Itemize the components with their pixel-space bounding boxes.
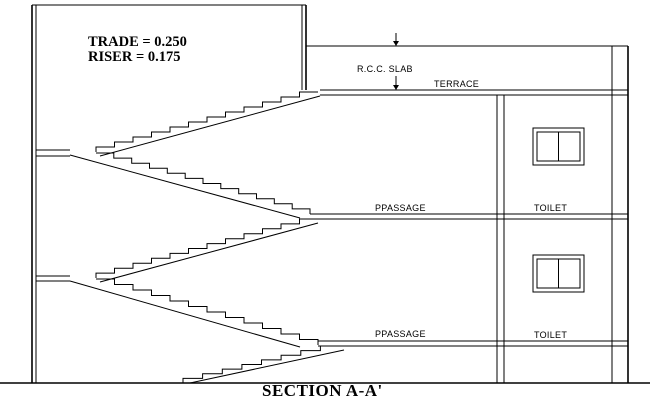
stair-soffit-2 (69, 154, 301, 219)
trade-note: TRADE = 0.250 (88, 34, 187, 50)
toilet-walls (496, 95, 505, 383)
level-arrow-slab (393, 33, 399, 46)
middle-floor-slab (36, 275, 628, 347)
passage-label-upper: PPASSAGE (375, 203, 426, 213)
toilet-label-upper: TOILET (534, 203, 567, 213)
terrace-label: TERRACE (434, 79, 479, 89)
stair-steps-4 (96, 278, 319, 345)
stair-flights (69, 91, 345, 384)
section-title: SECTION A-A' (262, 381, 383, 400)
stair-soffit-5 (189, 349, 345, 384)
stair-steps-5 (182, 345, 340, 383)
stair-steps-2 (96, 152, 311, 214)
rcc-slab-label: R.C.C. SLAB (357, 64, 413, 74)
stair-soffit-4 (69, 280, 301, 348)
stair-soffit-1 (99, 95, 321, 157)
stair-steps-1 (95, 91, 318, 152)
toilet-window-upper (532, 127, 585, 166)
stair-soffit-3 (99, 222, 319, 283)
stair-steps-3 (95, 218, 318, 278)
level-arrow-terrace (393, 76, 399, 90)
toilet-label-lower: TOILET (534, 330, 567, 340)
passage-label-lower: PPASSAGE (375, 329, 426, 339)
stair-walls (31, 4, 307, 383)
riser-note: RISER = 0.175 (88, 49, 180, 65)
toilet-window-lower (532, 254, 585, 293)
upper-floor-slab (36, 149, 628, 220)
terrace-floor (320, 89, 628, 96)
